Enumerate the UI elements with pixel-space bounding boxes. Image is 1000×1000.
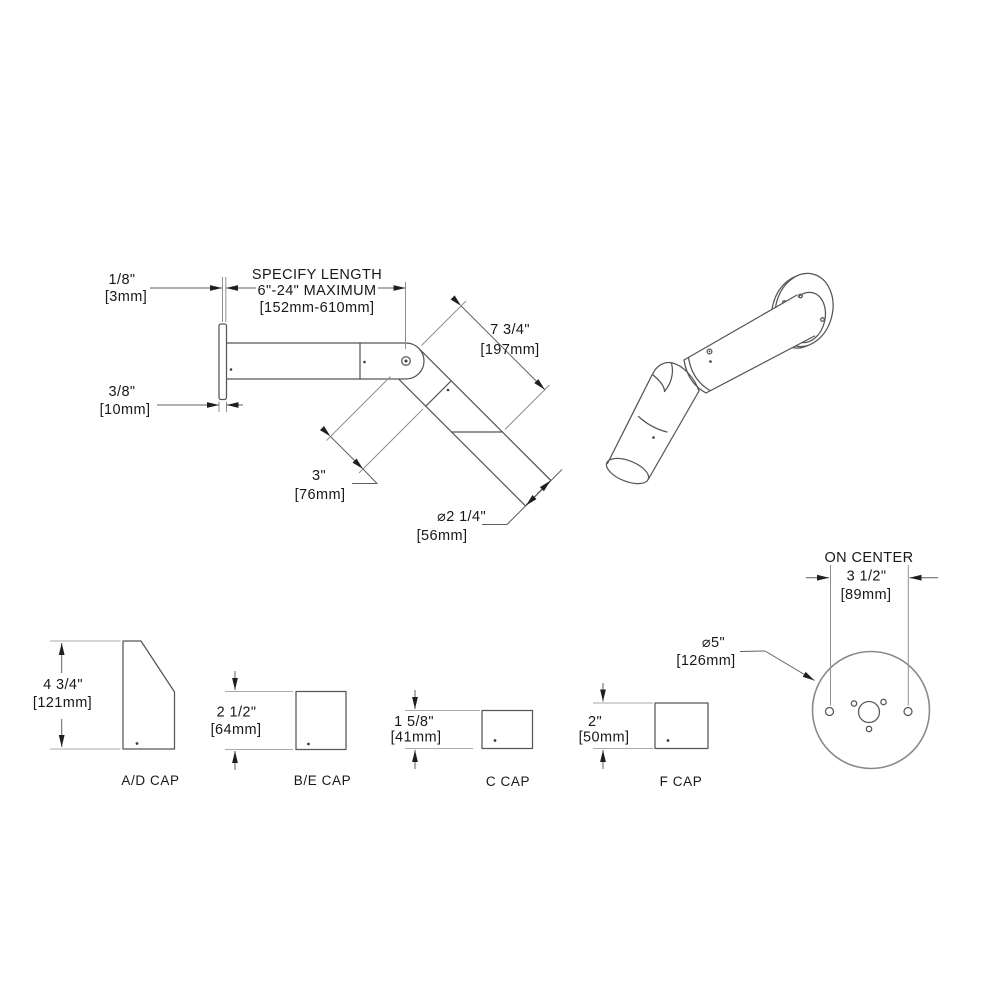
cap-c-dim-in: 1 5/8" <box>394 714 434 730</box>
dim-plate-gap-mm: [3mm] <box>105 289 147 305</box>
iso-arm-left-edge <box>606 374 653 465</box>
dim-arm-length: 7 3/4" [197mm] <box>421 295 550 430</box>
specify-length-line1: SPECIFY LENGTH <box>252 267 382 283</box>
dim-arm-length-in: 7 3/4" <box>490 322 530 338</box>
dim-tube-diameter: ⌀2 1/4" [56mm] <box>417 469 563 544</box>
cap-ad-dim-in: 4 3/4" <box>43 677 83 693</box>
arm-mark-dot <box>446 388 450 392</box>
dim-joint-length: 3" [76mm] <box>295 376 424 503</box>
cap-be-dim-in: 2 1/2" <box>217 705 257 721</box>
dim-plate-thickness-mm: [10mm] <box>100 402 151 418</box>
cap-be-label: B/E CAP <box>294 773 351 788</box>
cap-c: 1 5/8" [41mm] C CAP <box>391 690 534 789</box>
pivot-center-dot <box>404 359 408 363</box>
cap-f-dim-in: 2" <box>588 714 602 730</box>
plate-small-hole-1 <box>850 700 858 707</box>
isometric-view <box>605 272 834 485</box>
iso-joint-collar-arc-2 <box>687 356 711 392</box>
cap-c-dot <box>493 739 497 742</box>
cap-ad-label: A/D CAP <box>121 773 179 788</box>
iso-arm-right-edge <box>647 390 700 480</box>
dim-plate-diameter-in: ⌀5" <box>702 635 725 651</box>
cap-f-dim-mm: [50mm] <box>579 730 630 746</box>
cap-f-outline <box>654 702 709 750</box>
cap-c-label: C CAP <box>486 774 530 789</box>
cap-f: 2" [50mm] F CAP <box>579 683 709 789</box>
flange-hole-2 <box>798 293 803 299</box>
dim-joint-length-in: 3" <box>312 468 326 484</box>
iso-joint-collar-arc-1 <box>683 359 707 394</box>
dim-hole-spacing: ON CENTER 3 1/2" [89mm] <box>806 550 938 706</box>
dim-hole-spacing-mm: [89mm] <box>841 587 892 603</box>
cap-be: 2 1/2" [64mm] B/E CAP <box>211 671 351 788</box>
cap-ad: 4 3/4" [121mm] A/D CAP <box>33 640 179 788</box>
dim-plate-gap-in: 1/8" <box>109 272 136 288</box>
cap-f-dot <box>666 739 670 742</box>
iso-pivot-screw-dot <box>708 350 711 353</box>
flange-hole-3 <box>820 317 825 322</box>
dim-tube-diameter-mm: [56mm] <box>417 528 468 544</box>
pivot-circle <box>401 356 411 366</box>
cap-ad-outline <box>122 640 176 750</box>
iso-tube-top-edge <box>683 294 798 361</box>
cap-be-outline <box>295 690 347 751</box>
dim-hole-spacing-in: 3 1/2" <box>847 569 887 585</box>
plate-center-hole <box>857 700 881 724</box>
iso-pivot-screw <box>706 348 713 355</box>
tube-mark-dot-1 <box>229 368 233 371</box>
iso-scoop-outer-curve <box>651 361 700 392</box>
tube-mark-dot-2 <box>363 360 366 364</box>
specify-length-line3: [152mm-610mm] <box>260 300 375 316</box>
dim-specify-length: SPECIFY LENGTH 6"-24" MAXIMUM [152mm-610… <box>252 267 406 349</box>
dim-plate-thickness: 3/8" [10mm] <box>100 384 243 418</box>
cap-c-outline <box>481 709 534 750</box>
cap-ad-dot <box>135 742 139 745</box>
side-view: 1/8" [3mm] SPECIFY LENGTH 6"-24" MAXIMUM… <box>100 267 563 544</box>
plate-small-hole-3 <box>865 725 873 733</box>
mounting-plate-view: ON CENTER 3 1/2" [89mm] ⌀5" [126mm] <box>676 550 938 770</box>
iso-tube-fill <box>684 295 815 393</box>
dim-plate-diameter: ⌀5" [126mm] <box>676 635 815 681</box>
dim-joint-length-mm: [76mm] <box>295 487 346 503</box>
iso-scoop-inner-curve-1 <box>663 362 674 393</box>
horizontal-tube <box>225 342 425 380</box>
plate-outer-circle <box>811 650 931 770</box>
wall-plate <box>218 323 228 401</box>
dim-plate-thickness-in: 3/8" <box>109 384 136 400</box>
plate-small-hole-2 <box>880 698 887 706</box>
dim-tube-diameter-in: ⌀2 1/4" <box>437 509 486 525</box>
cap-ad-dim-mm: [121mm] <box>33 695 92 711</box>
iso-scoop-inner-curve-2 <box>651 373 666 393</box>
cap-c-dim-mm: [41mm] <box>391 730 442 746</box>
iso-tube-bottom-edge <box>705 335 816 394</box>
cap-be-dim-mm: [64mm] <box>211 722 262 738</box>
arm-joint-line <box>425 380 452 407</box>
cap-f-label: F CAP <box>660 774 703 789</box>
on-center-label: ON CENTER <box>825 550 914 566</box>
dim-plate-diameter-mm: [126mm] <box>676 653 735 669</box>
iso-arm-dot <box>652 436 655 439</box>
plate-mount-hole-right <box>903 706 913 717</box>
iso-tube-dot <box>709 360 712 363</box>
iso-arm-tip-ellipse <box>605 457 650 485</box>
cap-be-dot <box>307 742 310 746</box>
iso-arm-seam-arc <box>637 415 668 433</box>
dim-arm-length-mm: [197mm] <box>480 342 539 358</box>
dim-plate-gap: 1/8" [3mm] <box>105 272 256 322</box>
plate-mount-hole-left <box>824 706 835 717</box>
specify-length-line2: 6"-24" MAXIMUM <box>257 283 376 299</box>
